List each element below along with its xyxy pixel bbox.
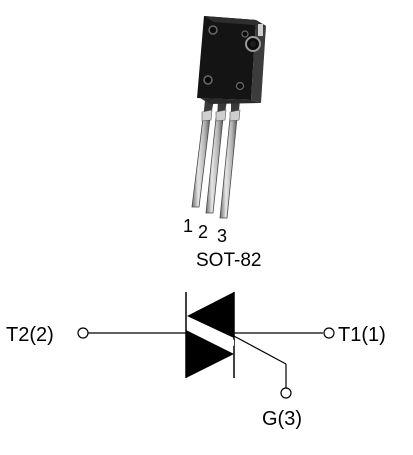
terminal-gate-circle (280, 387, 292, 399)
terminal-t2-label: T2(2) (6, 324, 54, 346)
wire-gate (231, 334, 287, 365)
triac-symbol: T2(2) T1(1) G(3) (6, 292, 386, 430)
package-drawing: 1 2 3 SOT-82 (183, 16, 266, 271)
terminal-gate-label: G(3) (262, 408, 302, 430)
terminal-t1-label: T1(1) (338, 324, 386, 346)
package-body (197, 16, 266, 104)
package-name: SOT-82 (196, 250, 261, 271)
package-leads (191, 100, 241, 219)
triangle-upper (187, 292, 234, 338)
terminal-t1-circle (323, 327, 335, 339)
terminal-t2-circle (77, 327, 89, 339)
pin-number-3: 3 (217, 226, 227, 246)
pin-number-2: 2 (198, 222, 208, 242)
pin-number-1: 1 (183, 216, 193, 236)
triangle-lower (186, 330, 234, 378)
